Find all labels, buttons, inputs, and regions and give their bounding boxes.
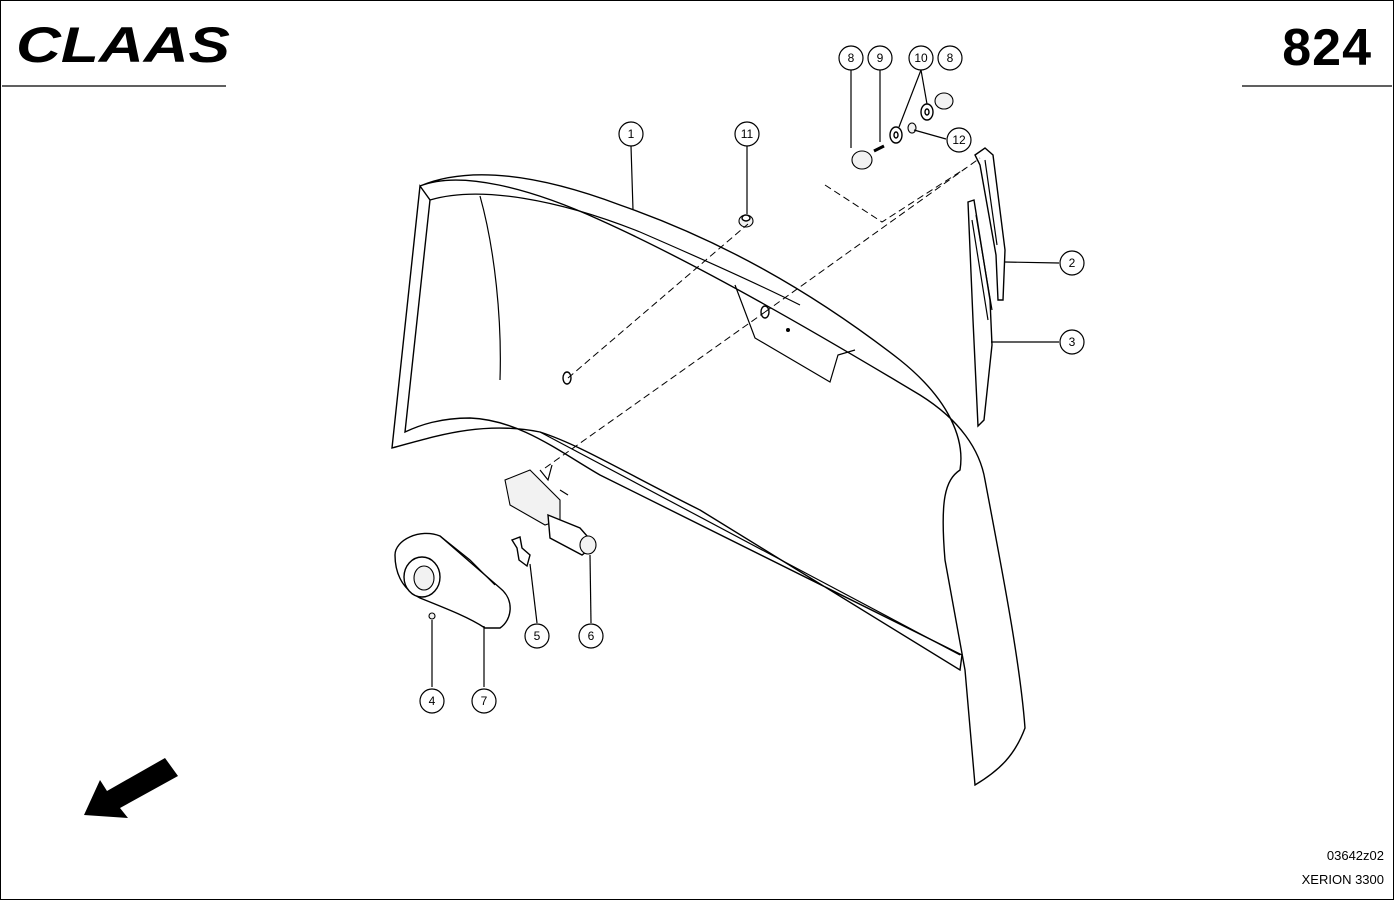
spacer-pin xyxy=(873,144,885,153)
glass-dot xyxy=(786,328,790,332)
motor-cover xyxy=(394,532,511,629)
svg-text:1: 1 xyxy=(628,127,635,141)
arm-nut-left xyxy=(851,150,873,170)
callout-1: 1 xyxy=(618,121,644,147)
wiper-arm xyxy=(974,147,1006,301)
callout-8b: 8 xyxy=(937,45,963,71)
callout-9: 9 xyxy=(867,45,893,71)
page-number: 824 xyxy=(1282,19,1372,77)
model-name: XERION 3300 xyxy=(1301,872,1384,887)
arm-nut-right xyxy=(934,92,954,110)
drawing-code: 03642z02 xyxy=(1326,848,1384,863)
svg-text:10: 10 xyxy=(914,51,928,65)
callout-4: 4 xyxy=(419,688,445,714)
callout-6: 6 xyxy=(578,623,604,649)
glass-hole-left xyxy=(562,371,572,385)
windshield-glass xyxy=(391,174,1026,787)
wiper-blade xyxy=(967,199,993,428)
callout-5: 5 xyxy=(524,623,550,649)
svg-text:11: 11 xyxy=(741,127,754,141)
mounting-bracket xyxy=(510,536,531,568)
svg-text:12: 12 xyxy=(952,133,966,147)
assembly-line-grommet xyxy=(567,223,749,379)
callout-7: 7 xyxy=(471,688,497,714)
assembly-line-motor xyxy=(544,311,766,469)
leader-lines xyxy=(431,69,1060,687)
svg-text:2: 2 xyxy=(1069,256,1076,270)
callout-2: 2 xyxy=(1059,250,1085,276)
svg-text:6: 6 xyxy=(588,629,595,643)
claas-logo: CLAAS xyxy=(16,18,230,70)
wiper-motor xyxy=(504,464,597,556)
svg-text:5: 5 xyxy=(534,629,541,643)
svg-text:8: 8 xyxy=(848,51,855,65)
callout-3: 3 xyxy=(1059,329,1085,355)
cover-screw xyxy=(428,612,436,620)
svg-text:9: 9 xyxy=(877,51,884,65)
svg-text:3: 3 xyxy=(1069,335,1076,349)
brand-text: CLAAS xyxy=(16,18,230,70)
assembly-line-arm xyxy=(764,157,981,313)
callout-8a: 8 xyxy=(838,45,864,71)
washer-parts xyxy=(889,103,934,144)
callout-11: 11 xyxy=(734,121,760,147)
callout-12: 12 xyxy=(946,127,972,153)
svg-text:7: 7 xyxy=(481,694,488,708)
assembly-line-nut xyxy=(824,167,967,223)
grommet-part xyxy=(738,214,754,228)
callout-10: 10 xyxy=(908,45,934,71)
svg-text:4: 4 xyxy=(429,694,436,708)
svg-text:8: 8 xyxy=(947,51,954,65)
direction-arrow-icon xyxy=(84,758,178,818)
